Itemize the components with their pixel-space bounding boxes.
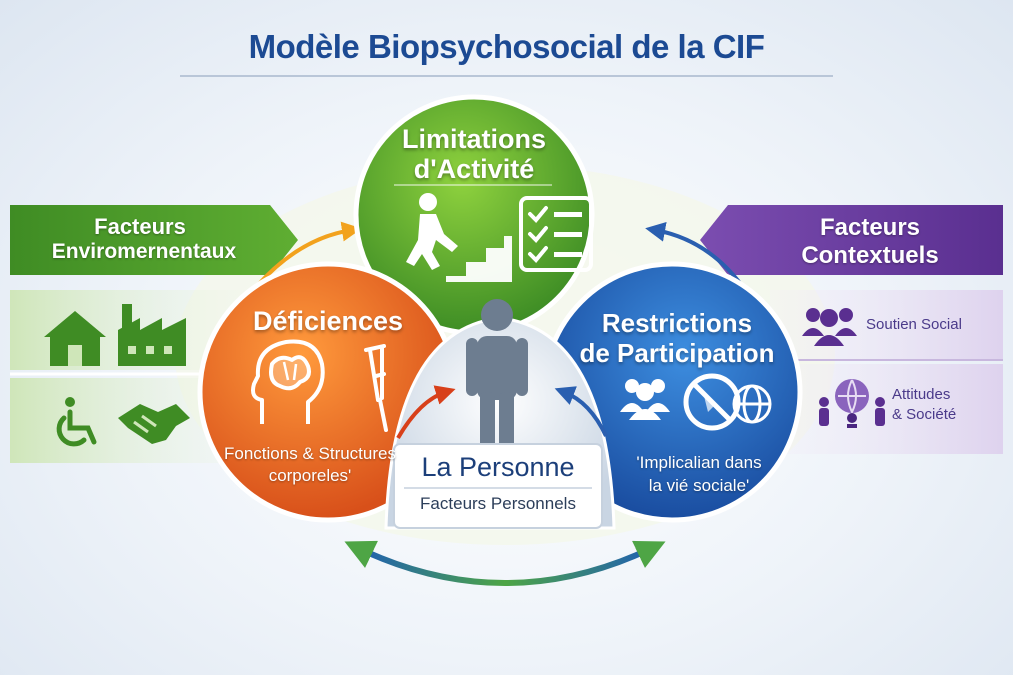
arrow-env-to-activity xyxy=(256,221,362,287)
contextual-row-2 xyxy=(770,364,1003,454)
attitudes-label-line1: Attitudes xyxy=(892,386,951,403)
factory-icon xyxy=(118,304,186,366)
person-label-plate xyxy=(393,443,603,529)
participation-title-line1: Restrictions xyxy=(601,308,753,338)
globe-icon xyxy=(732,384,772,424)
checklist-icon xyxy=(519,196,593,272)
social-support-label: Soutien Social xyxy=(866,316,962,333)
people-icon xyxy=(620,379,670,420)
page-title: Modèle Biopsychosocial de la CIF xyxy=(248,28,765,65)
handshake-icon xyxy=(118,404,190,444)
arrow-impairments-to-person xyxy=(396,385,456,440)
attitudes-label-line2: & Société xyxy=(892,406,957,423)
environmental-title-line1: Facteurs xyxy=(94,214,186,239)
people-group-icon xyxy=(802,308,857,346)
contextual-row-1 xyxy=(770,290,1003,360)
participation-title-line2: de Participation xyxy=(579,338,775,368)
arrow-bottom-cycle xyxy=(344,540,666,586)
person-title: La Personne xyxy=(421,452,575,482)
crutch-icon xyxy=(364,344,388,432)
activity-title-line1: Limitations xyxy=(401,124,546,154)
person-dome xyxy=(384,299,616,530)
impairments-sub-line1: Fonctions & Structures xyxy=(224,444,396,463)
contextual-title-line1: Facteurs xyxy=(819,214,921,241)
participation-sub-line1: 'Implicalian dans xyxy=(636,453,762,472)
arrow-participation-to-person xyxy=(554,386,608,437)
environmental-title-line2: Enviromernentaux xyxy=(51,240,237,263)
brain-head-icon xyxy=(251,339,325,424)
contextual-banner xyxy=(700,205,1003,275)
person-subtitle: Facteurs Personnels xyxy=(420,494,576,513)
contextual-panel xyxy=(700,205,1003,454)
house-icon xyxy=(44,311,106,366)
participation-sub-line2: la vié sociale' xyxy=(648,476,750,495)
impairments-title: Déficiences xyxy=(252,306,404,336)
climbing-stairs-icon xyxy=(406,193,512,282)
activity-title-line2: d'Activité xyxy=(413,154,535,184)
society-globe-icon xyxy=(819,379,885,428)
contextual-title-line2: Contextuels xyxy=(801,242,939,269)
no-entry-icon xyxy=(683,373,741,431)
wheelchair-icon xyxy=(56,397,97,447)
impairments-sub-line2: corporeles' xyxy=(268,466,352,485)
environmental-banner xyxy=(10,205,298,275)
